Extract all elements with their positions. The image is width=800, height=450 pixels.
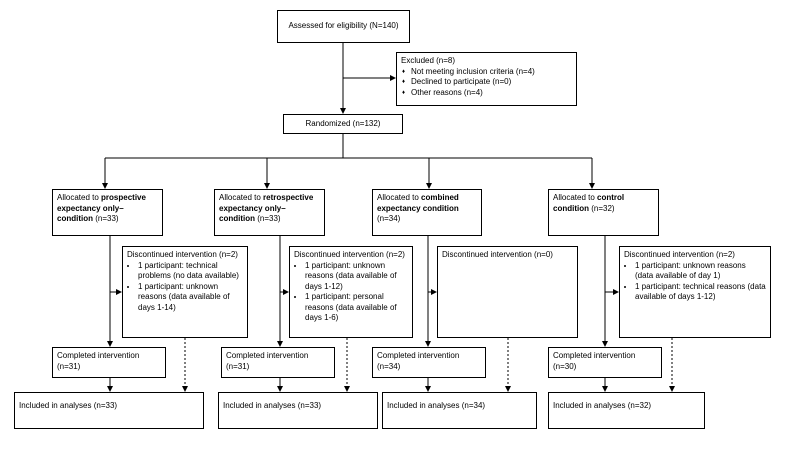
allocation-condition: control condition	[553, 193, 625, 213]
discontinued-list: 1 participant: technical problems (no da…	[127, 261, 243, 314]
assessed-box: Assessed for eligibility (N=140)	[277, 10, 410, 43]
completed-box-control: Completed intervention (n=30)	[548, 347, 662, 378]
randomized-box: Randomized (n=132)	[283, 114, 403, 134]
allocation-condition: prospective expectancy only–condition	[57, 193, 146, 223]
included-text: Included in analyses (n=33)	[19, 401, 118, 410]
completed-text: Completed intervention (n=31)	[226, 351, 309, 371]
excluded-title: Excluded (n=8)	[401, 56, 456, 65]
completed-text: Completed intervention (n=30)	[553, 351, 636, 371]
allocation-prefix: Allocated to	[553, 193, 598, 202]
allocation-box-combined: Allocated to combined expectancy conditi…	[372, 189, 482, 236]
allocation-prefix: Allocated to	[57, 193, 102, 202]
allocation-count: (n=33)	[93, 214, 119, 223]
discontinued-title: Discontinued intervention (n=2)	[294, 250, 405, 259]
discontinued-box-retrospective: Discontinued intervention (n=2) 1 partic…	[289, 246, 413, 338]
completed-box-combined: Completed intervention (n=34)	[372, 347, 486, 378]
included-text: Included in analyses (n=34)	[387, 401, 486, 410]
excluded-item: Declined to participate (n=0)	[402, 77, 572, 88]
completed-text: Completed intervention (n=31)	[57, 351, 140, 371]
allocation-box-control: Allocated to control condition (n=32)	[548, 189, 659, 236]
allocation-prefix: Allocated to	[219, 193, 264, 202]
discontinued-box-control: Discontinued intervention (n=2) 1 partic…	[619, 246, 771, 338]
excluded-item: Not meeting inclusion criteria (n=4)	[402, 67, 572, 78]
excluded-box: Excluded (n=8) Not meeting inclusion cri…	[396, 52, 577, 106]
discontinued-item: 1 participant: unknown reasons (data ava…	[138, 282, 243, 314]
allocation-box-prospective: Allocated to prospective expectancy only…	[52, 189, 163, 236]
discontinued-item: 1 participant: personal reasons (data av…	[305, 292, 408, 324]
allocation-box-retrospective: Allocated to retrospective expectancy on…	[214, 189, 325, 236]
discontinued-item: 1 participant: technical problems (no da…	[138, 261, 243, 282]
completed-text: Completed intervention (n=34)	[377, 351, 460, 371]
assessed-text: Assessed for eligibility (N=140)	[288, 21, 399, 31]
discontinued-title: Discontinued intervention (n=2)	[127, 250, 238, 259]
included-box-prospective: Included in analyses (n=33)	[14, 392, 204, 429]
included-text: Included in analyses (n=32)	[553, 401, 652, 410]
included-box-combined: Included in analyses (n=34)	[382, 392, 537, 429]
discontinued-title: Discontinued intervention (n=2)	[624, 250, 735, 259]
allocation-count: (n=32)	[589, 203, 615, 213]
included-box-retrospective: Included in analyses (n=33)	[218, 392, 378, 429]
randomized-text: Randomized (n=132)	[305, 118, 381, 128]
excluded-list: Not meeting inclusion criteria (n=4) Dec…	[401, 67, 572, 99]
discontinued-title: Discontinued intervention (n=0)	[442, 250, 553, 259]
discontinued-item: 1 participant: unknown reasons (data ava…	[635, 261, 766, 282]
allocation-condition: combined expectancy condition	[377, 193, 459, 213]
discontinued-list: 1 participant: unknown reasons (data ava…	[294, 261, 408, 324]
discontinued-list: 1 participant: unknown reasons (data ava…	[624, 261, 766, 303]
discontinued-item: 1 participant: technical reasons (data a…	[635, 282, 766, 303]
completed-box-prospective: Completed intervention (n=31)	[52, 347, 166, 378]
included-box-control: Included in analyses (n=32)	[548, 392, 705, 429]
allocation-count: (n=33)	[255, 214, 281, 223]
discontinued-box-prospective: Discontinued intervention (n=2) 1 partic…	[122, 246, 248, 338]
included-text: Included in analyses (n=33)	[223, 401, 322, 410]
allocation-prefix: Allocated to	[377, 193, 422, 202]
discontinued-box-combined: Discontinued intervention (n=0)	[437, 246, 578, 338]
allocation-count: (n=34)	[377, 214, 401, 223]
discontinued-item: 1 participant: unknown reasons (data ava…	[305, 261, 408, 293]
allocation-condition: retrospective expectancy only–condition	[219, 193, 314, 223]
completed-box-retrospective: Completed intervention (n=31)	[221, 347, 335, 378]
excluded-item: Other reasons (n=4)	[402, 88, 572, 99]
